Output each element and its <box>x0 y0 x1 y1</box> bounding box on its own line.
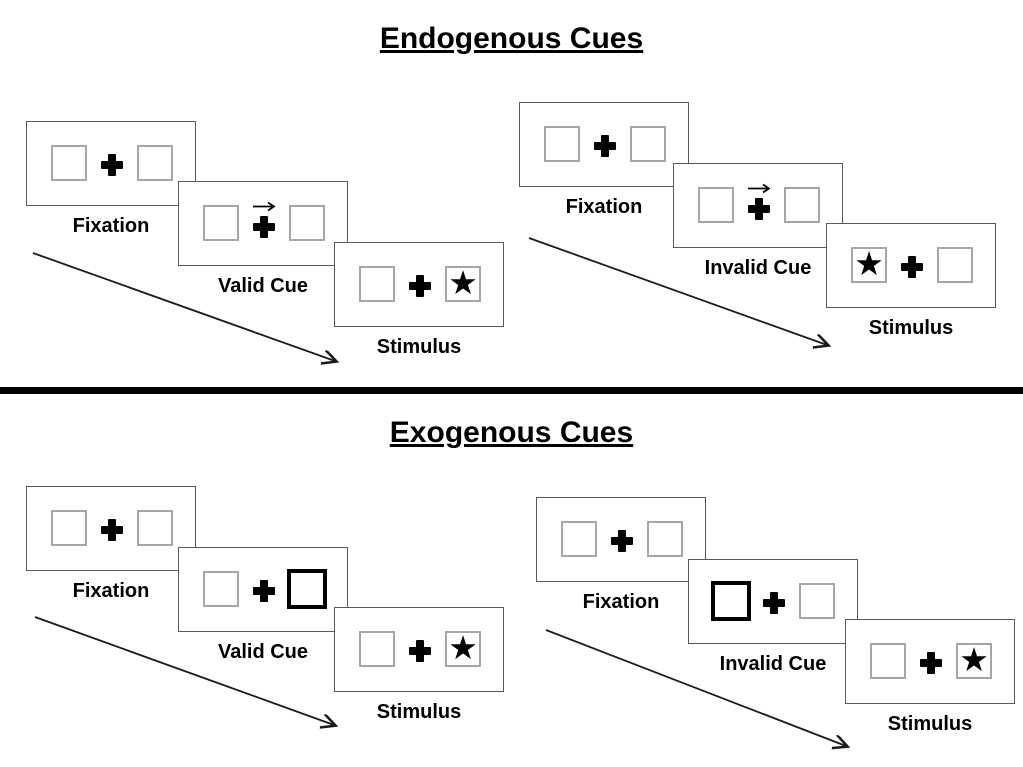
left-box <box>203 571 239 607</box>
step-label: Fixation <box>582 591 660 613</box>
step-label: Fixation <box>72 215 150 237</box>
left-box <box>51 510 87 546</box>
left-box-highlighted-cue <box>711 581 751 621</box>
right-box <box>137 145 173 181</box>
fixation-cross-icon <box>594 135 616 157</box>
fixation-cross-icon <box>748 198 770 220</box>
fixation-card: Fixation <box>26 121 196 237</box>
fixation-card: Fixation <box>26 486 196 602</box>
cue-arrow-icon <box>253 201 276 212</box>
step-label: Stimulus <box>887 713 973 735</box>
timeline-arrow-icon <box>545 629 853 752</box>
step-label: Fixation <box>565 196 643 218</box>
right-box <box>799 583 835 619</box>
left-box-with-target: ★ <box>851 247 887 283</box>
right-box-with-target: ★ <box>445 631 481 667</box>
right-box <box>784 187 820 223</box>
step-label: Stimulus <box>376 336 462 358</box>
timeline-arrow-icon <box>32 252 342 368</box>
fixation-cross-icon <box>101 519 123 541</box>
stimulus-card: ★ Stimulus <box>845 619 1015 735</box>
step-label: Valid Cue <box>217 275 309 297</box>
left-box <box>698 187 734 223</box>
fixation-cross-icon <box>101 154 123 176</box>
timeline-arrow-icon <box>528 237 834 351</box>
right-box-with-target: ★ <box>445 266 481 302</box>
left-box <box>870 643 906 679</box>
star-icon: ★ <box>854 244 884 283</box>
fixation-cross-icon <box>901 256 923 278</box>
valid-cue-card: Valid Cue <box>178 547 348 663</box>
invalid-cue-card: Invalid Cue <box>688 559 858 675</box>
exogenous-section-title: Exogenous Cues <box>389 416 634 449</box>
right-box-highlighted-cue <box>287 569 327 609</box>
left-box <box>359 631 395 667</box>
stimulus-card: ★ Stimulus <box>334 607 504 723</box>
section-divider <box>0 387 1023 394</box>
fixation-cross-icon <box>763 592 785 614</box>
invalid-cue-card: Invalid Cue <box>673 163 843 279</box>
left-box <box>359 266 395 302</box>
fixation-cross-icon <box>920 652 942 674</box>
fixation-cross-icon <box>409 640 431 662</box>
cue-arrow-icon <box>748 183 771 194</box>
fixation-cross-icon <box>253 580 275 602</box>
timeline-arrow-icon <box>34 616 341 732</box>
star-icon: ★ <box>959 640 989 679</box>
step-label: Stimulus <box>868 317 954 339</box>
step-label: Invalid Cue <box>704 257 812 279</box>
left-box <box>544 126 580 162</box>
step-label: Invalid Cue <box>719 653 827 675</box>
fixation-cross-icon <box>409 275 431 297</box>
fixation-card: Fixation <box>536 497 706 613</box>
right-box <box>937 247 973 283</box>
fixation-cross-icon <box>611 530 633 552</box>
right-box-with-target: ★ <box>956 643 992 679</box>
endogenous-section-title: Endogenous Cues <box>379 22 644 55</box>
right-box <box>137 510 173 546</box>
right-box <box>289 205 325 241</box>
step-label: Fixation <box>72 580 150 602</box>
right-box <box>647 521 683 557</box>
stimulus-card: ★ Stimulus <box>334 242 504 358</box>
fixation-card: Fixation <box>519 102 689 218</box>
left-box <box>561 521 597 557</box>
valid-cue-card: Valid Cue <box>178 181 348 297</box>
left-box <box>51 145 87 181</box>
fixation-cross-icon <box>253 216 275 238</box>
star-icon: ★ <box>448 628 478 667</box>
stimulus-card: ★ Stimulus <box>826 223 996 339</box>
step-label: Valid Cue <box>217 641 309 663</box>
right-box <box>630 126 666 162</box>
step-label: Stimulus <box>376 701 462 723</box>
star-icon: ★ <box>448 263 478 302</box>
left-box <box>203 205 239 241</box>
